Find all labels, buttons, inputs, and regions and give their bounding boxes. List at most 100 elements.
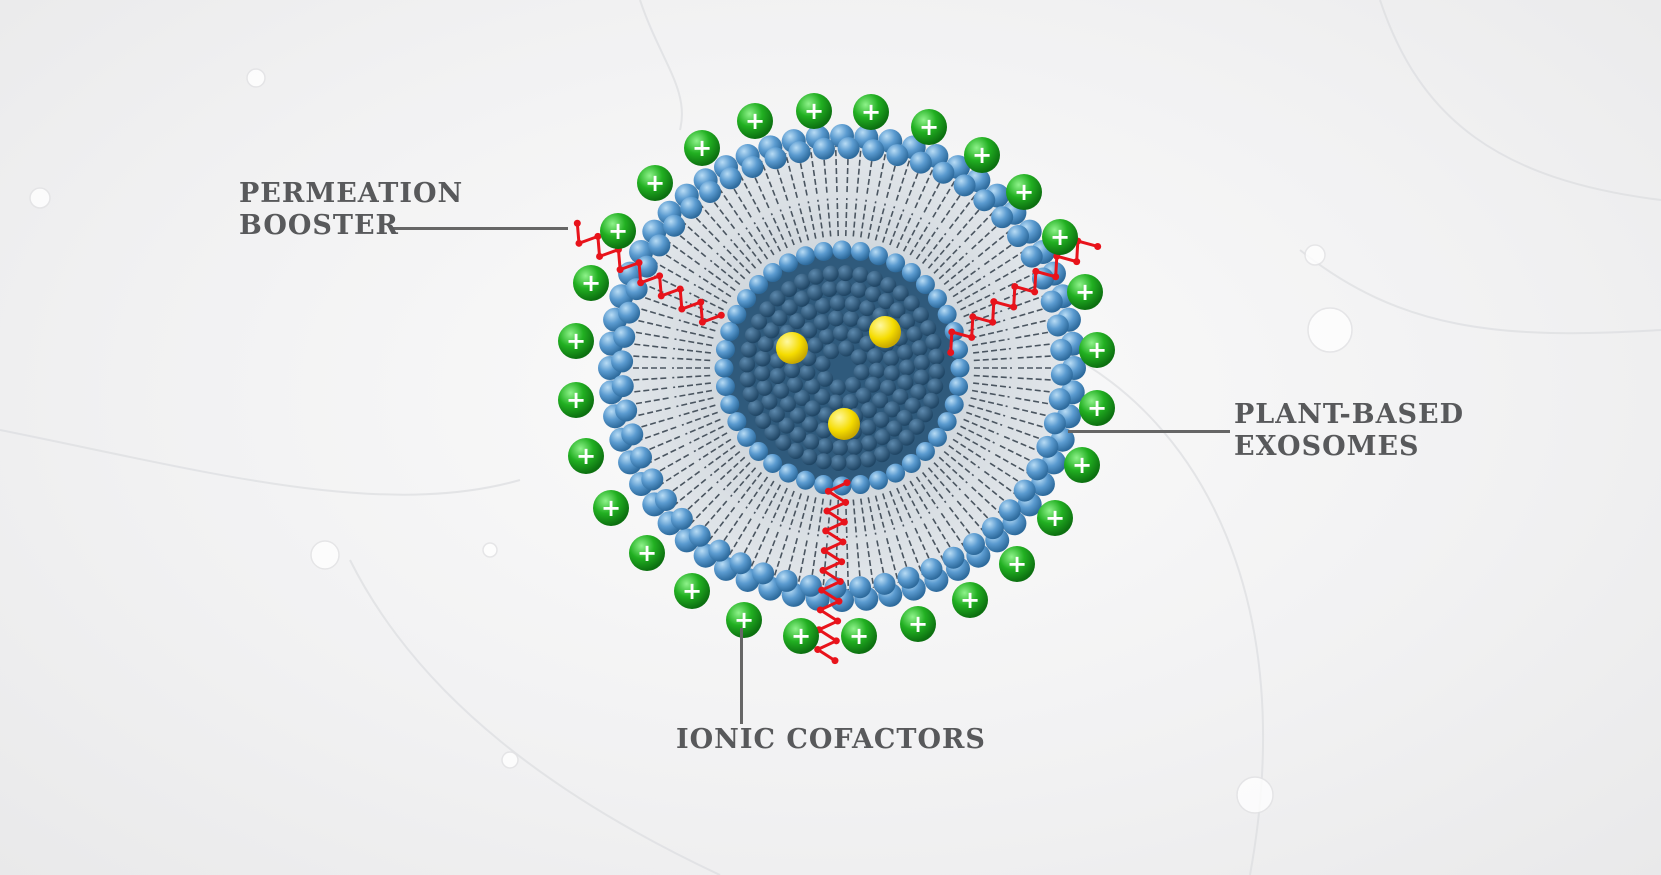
inner-lipid-head bbox=[913, 369, 930, 386]
lipid-tail bbox=[672, 374, 711, 379]
plus-icon: + bbox=[608, 217, 628, 245]
booster-atom bbox=[1073, 258, 1081, 266]
lipid-tail bbox=[685, 418, 721, 435]
lipid-tail bbox=[703, 444, 736, 469]
inner-lipid-head bbox=[739, 371, 756, 388]
ion-sphere bbox=[841, 618, 877, 654]
inner-lipid-head bbox=[747, 399, 764, 416]
inner-lipid-head bbox=[868, 246, 888, 266]
lipid-tail bbox=[968, 319, 1006, 332]
inner-lipid-head bbox=[874, 429, 891, 446]
ion-sphere bbox=[568, 438, 604, 474]
lipid-head bbox=[920, 557, 943, 580]
inner-lipid-head bbox=[751, 313, 768, 330]
ion: + bbox=[796, 93, 832, 129]
inner-lipid-head bbox=[821, 280, 838, 297]
lipid-tail bbox=[737, 232, 763, 264]
inner-lipid-head bbox=[906, 326, 923, 343]
booster-atom bbox=[1052, 273, 1060, 281]
inner-lipid-head bbox=[880, 277, 897, 294]
inner-lipid-head bbox=[886, 438, 903, 455]
inner-lipid-head bbox=[937, 412, 957, 432]
booster-atom bbox=[637, 279, 645, 287]
lipid-tail bbox=[866, 542, 875, 588]
ion: + bbox=[841, 618, 877, 654]
inner-lipid-head bbox=[763, 322, 780, 339]
plus-icon: + bbox=[919, 113, 939, 141]
inner-lipid-head bbox=[913, 354, 930, 371]
plus-icon: + bbox=[960, 586, 980, 614]
ion: + bbox=[674, 573, 710, 609]
lipid-head bbox=[699, 180, 722, 203]
lipid-head bbox=[741, 156, 764, 179]
lipid-tail bbox=[943, 259, 975, 286]
inner-lipid-head bbox=[796, 246, 816, 266]
inner-lipid-head bbox=[846, 439, 863, 456]
lipid-tail bbox=[943, 450, 975, 477]
lipid-tail bbox=[689, 292, 724, 311]
ion: + bbox=[964, 137, 1000, 173]
lipid-tail bbox=[836, 198, 840, 237]
lipid-head bbox=[886, 144, 909, 167]
booster-atom bbox=[838, 558, 846, 566]
booster-atom bbox=[816, 606, 824, 614]
lipid-tail bbox=[722, 245, 751, 274]
lipid-tail bbox=[779, 209, 795, 246]
inner-lipid-head bbox=[814, 388, 831, 405]
lipid-tail bbox=[749, 527, 770, 571]
lipid-tail bbox=[673, 382, 711, 389]
inner-lipid-head bbox=[866, 348, 883, 365]
booster-atom bbox=[1094, 242, 1102, 250]
lipid-tail bbox=[826, 198, 832, 237]
lipid-head bbox=[837, 137, 860, 160]
lipid-tail bbox=[753, 480, 775, 514]
booster-atom bbox=[575, 239, 583, 247]
lipid-tail bbox=[932, 177, 958, 218]
lipid-tail bbox=[726, 518, 752, 559]
inner-lipid-head bbox=[775, 434, 792, 451]
lipid-tail bbox=[716, 456, 746, 484]
ion: + bbox=[1042, 219, 1078, 255]
lipid-tail bbox=[874, 495, 886, 533]
lipid-tail bbox=[973, 357, 1012, 362]
ion: + bbox=[1067, 274, 1103, 310]
inner-lipid-head bbox=[804, 378, 821, 395]
plant-based-exosomes-leader-line bbox=[1068, 430, 1230, 433]
inner-lipid-head bbox=[860, 419, 877, 436]
lipid-tail bbox=[970, 397, 1008, 408]
booster-atom bbox=[818, 586, 826, 594]
inner-lipid-head bbox=[896, 409, 913, 426]
inner-lipid-head bbox=[754, 350, 771, 367]
ion: + bbox=[637, 165, 673, 201]
lipid-tail bbox=[681, 411, 718, 426]
lipid-head bbox=[1040, 290, 1063, 313]
inner-lipid-head bbox=[715, 376, 735, 396]
lipid-tail bbox=[933, 245, 962, 274]
ion-sphere bbox=[1067, 274, 1103, 310]
inner-lipid-head bbox=[803, 433, 820, 450]
plus-icon: + bbox=[601, 494, 621, 522]
lipid-tail bbox=[889, 209, 905, 246]
plus-icon: + bbox=[566, 327, 586, 355]
lipid-tail bbox=[844, 499, 848, 538]
booster-atom bbox=[948, 328, 956, 336]
lipid-tail bbox=[927, 467, 954, 498]
lipid-tail bbox=[921, 232, 947, 264]
booster-atom bbox=[839, 538, 847, 546]
inner-lipid-head bbox=[949, 340, 969, 360]
cargo-molecule bbox=[828, 408, 860, 440]
lipid-tail bbox=[968, 404, 1006, 417]
ion: + bbox=[952, 582, 988, 618]
plus-icon: + bbox=[576, 442, 596, 470]
ion-sphere bbox=[737, 103, 773, 139]
inner-lipid-head bbox=[892, 285, 909, 302]
lipid-tail bbox=[770, 213, 788, 249]
lipid-head bbox=[618, 301, 641, 324]
inner-lipid-head bbox=[814, 297, 831, 314]
booster-atom bbox=[836, 577, 844, 585]
inner-lipid-head bbox=[790, 426, 807, 443]
lipid-head bbox=[654, 488, 677, 511]
lipid-tail bbox=[948, 444, 981, 469]
ion-sphere bbox=[593, 490, 629, 526]
inner-lipid-head bbox=[817, 370, 834, 387]
